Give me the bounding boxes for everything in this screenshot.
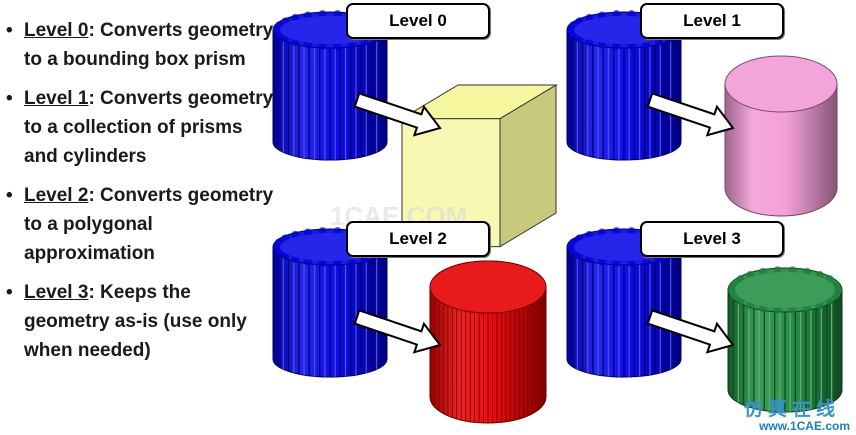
bullet-item: • Level 1: Converts geometry to a collec… [4,84,276,171]
bullet-list: • Level 0: Converts geometry to a boundi… [4,16,276,375]
bullet-item: • Level 0: Converts geometry to a boundi… [4,16,276,74]
bullet-dot: • [6,282,13,303]
result-cylinder [724,55,838,217]
panel-label-level-3: Level 3 [640,221,784,257]
bullet-description: : Converts geometry to a collection of p… [24,88,274,167]
watermark-site: www.1CAE.com [759,419,850,433]
result-fluted-cylinder-top-inner [735,272,835,308]
arrow-level-3 [646,309,735,354]
bullet-description: : Keeps the geometry as-is (use only whe… [24,282,247,361]
panel-0 [272,10,558,248]
panel-label-level-0: Level 0 [346,3,490,39]
bullet-level-label: Level 3 [24,282,89,303]
bullet-item: • Level 2: Converts geometry to a polygo… [4,181,276,268]
arrow-level-0 [353,92,442,137]
result-cylinder-body [724,83,838,217]
bullet-text: Level 3: Keeps the geometry as-is (use o… [24,278,276,365]
polygonal-cylinder-top-cap [429,260,547,314]
arrow-level-2 [353,309,442,354]
panel-label-level-1: Level 1 [640,3,784,39]
bullet-item: • Level 3: Keeps the geometry as-is (use… [4,278,276,365]
bullet-level-label: Level 0 [24,20,89,41]
bullet-dot: • [6,20,13,41]
arrow-level-1 [646,92,735,137]
panel-label-level-2: Level 2 [346,221,490,257]
bullet-level-label: Level 2 [24,185,89,206]
result-cylinder-top [724,55,838,113]
bullet-text: Level 2: Converts geometry to a polygona… [24,181,276,268]
bullet-dot: • [6,185,13,206]
polygonal-cylinder [429,260,547,424]
result-fluted-cylinder [727,266,843,413]
bullet-level-label: Level 1 [24,88,89,109]
bounding-box-prism [400,84,558,248]
bullet-text: Level 1: Converts geometry to a collecti… [24,84,276,171]
bullet-dot: • [6,88,13,109]
bullet-description: : Converts geometry to a polygonal appro… [24,185,274,264]
bounding-box-prism-top [400,84,558,120]
bullet-description: : Converts geometry to a bounding box pr… [24,20,274,70]
watermark-chinese: 仿真在线 [743,399,840,420]
bullet-text: Level 0: Converts geometry to a bounding… [24,16,276,74]
